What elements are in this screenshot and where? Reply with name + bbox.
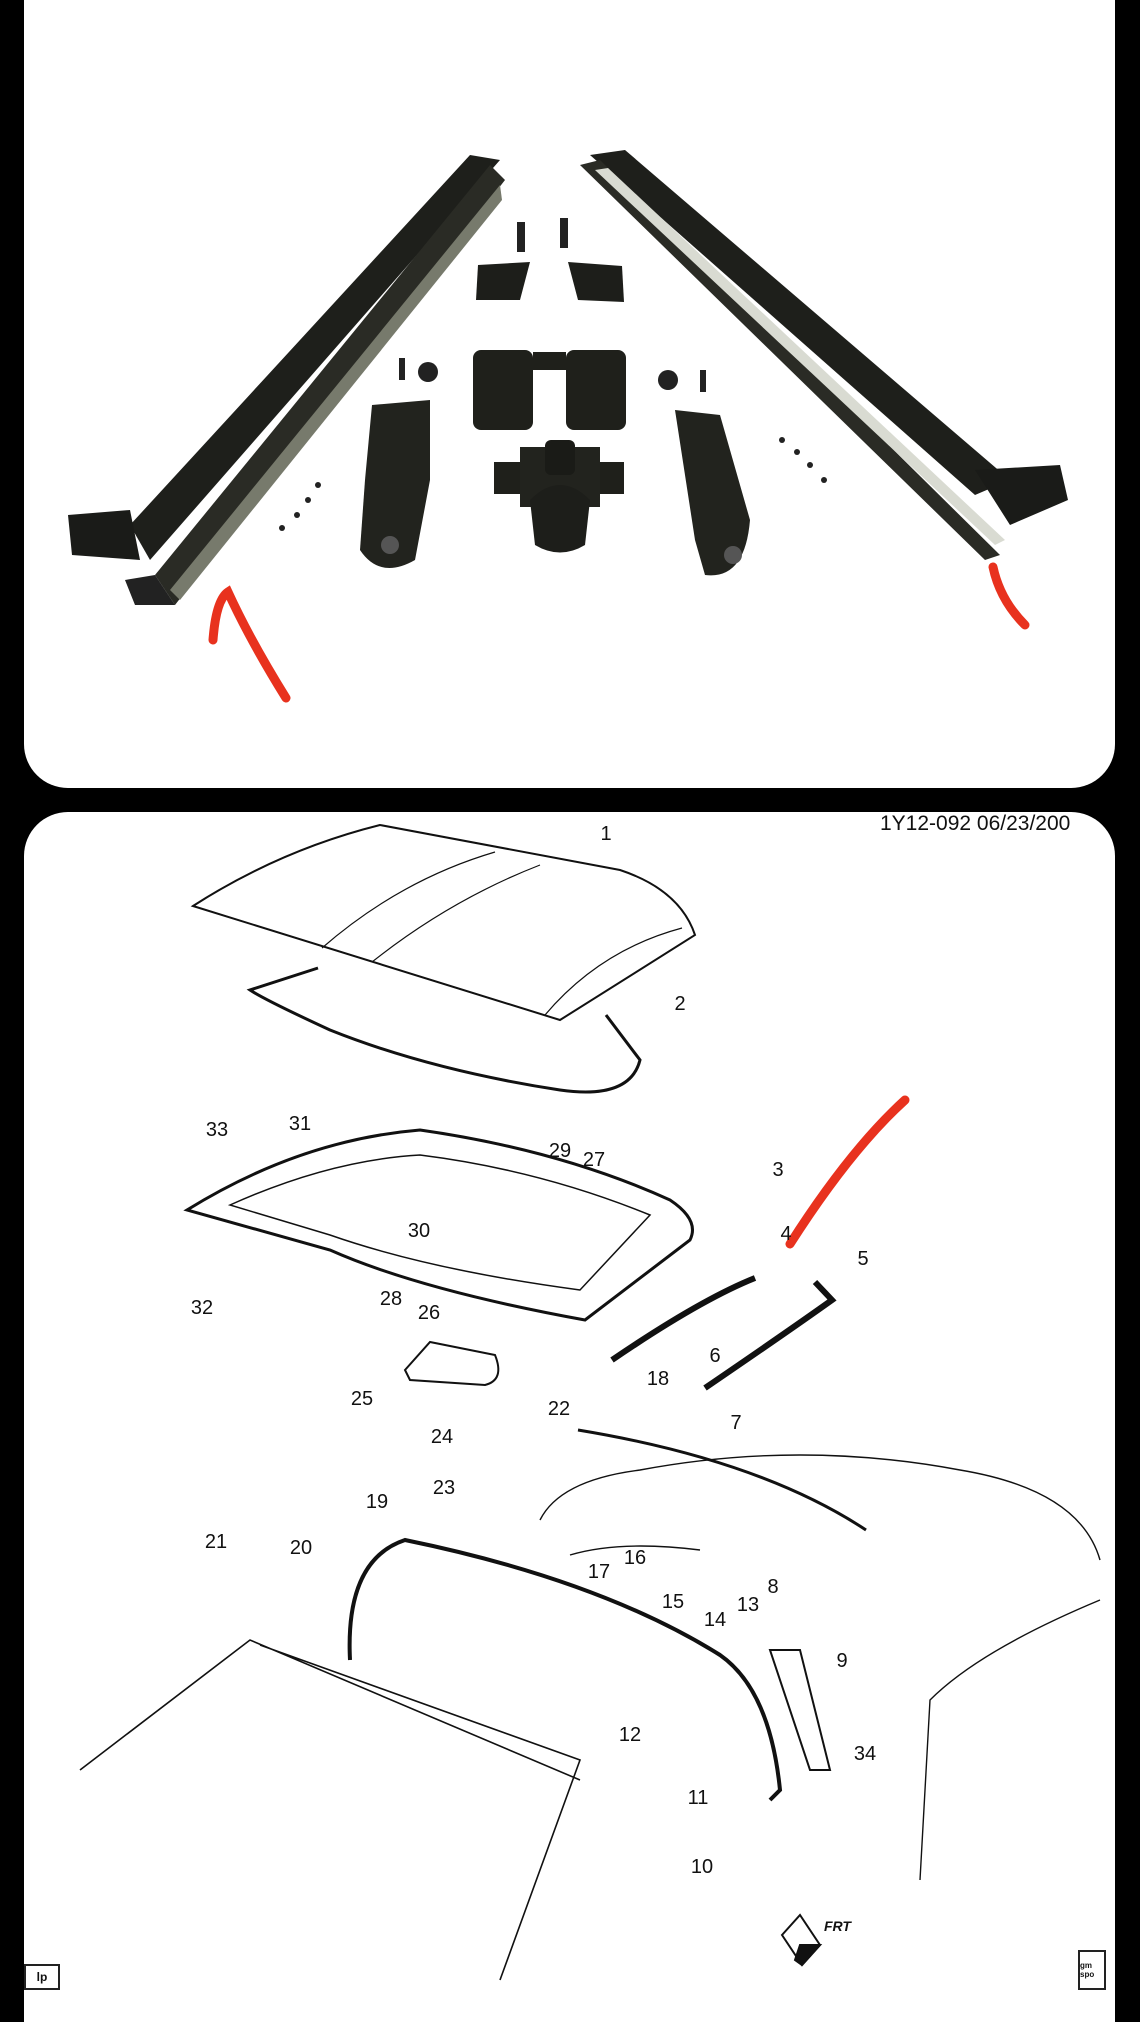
callout-22: 22 [547,1398,571,1420]
right-red-mark [988,562,1030,630]
callout-8: 8 [767,1576,779,1598]
callout-32: 32 [190,1297,214,1319]
callout-2: 2 [674,993,686,1015]
callout-19: 19 [365,1491,389,1513]
callout-9: 9 [836,1650,848,1672]
callout-16: 16 [623,1547,647,1569]
callout-14: 14 [703,1609,727,1631]
callout-7: 7 [730,1412,742,1434]
right-clip-photo [568,262,624,302]
callout-5: 5 [857,1248,869,1270]
roof-frame [183,1128,694,1322]
weatherstrip-7 [577,1428,867,1532]
pillar-seal-34 [768,1649,832,1771]
side-rail-5 [703,1279,837,1391]
right-weatherstrip-photo [580,150,1068,560]
left-weatherstrip-photo [68,155,505,605]
roof-seal [246,966,642,1094]
screws-photo [279,437,827,531]
callout-30: 30 [407,1220,431,1242]
callout-33: 33 [205,1119,229,1141]
callout-10: 10 [690,1856,714,1878]
callout-27: 27 [582,1149,606,1171]
callout-6: 6 [709,1345,721,1367]
left-clip-photo [476,262,530,300]
front-direction-icon [780,1913,823,1967]
callout-4: 4 [780,1223,792,1245]
callout-20: 20 [289,1537,313,1559]
callout-18: 18 [646,1368,670,1390]
body-outline [539,1454,1101,1881]
diagram-reference-number: 1Y12-092 06/23/200 [880,812,1071,835]
diagram-red-mark [785,1095,910,1249]
left-bracket-photo [360,400,430,568]
callout-31: 31 [288,1113,312,1135]
roof-panel [190,823,697,1022]
callout-12: 12 [618,1724,642,1746]
callout-21: 21 [204,1531,228,1553]
callout-1: 1 [600,823,612,845]
parts-photo [68,150,1068,703]
rear-bow [347,1537,783,1802]
exploded-line-drawing [79,823,1101,1981]
side-rail-4 [610,1275,757,1363]
callout-28: 28 [379,1288,403,1310]
callout-23: 23 [432,1477,456,1499]
right-bracket-photo [675,410,750,576]
callout-24: 24 [430,1426,454,1448]
product-photo-panel [24,0,1115,788]
callout-11: 11 [687,1787,709,1809]
callout-3: 3 [772,1159,784,1181]
corner-badge-right: gm spo [1078,1950,1106,1990]
callout-29: 29 [548,1140,572,1162]
callout-13: 13 [736,1594,760,1616]
studs-photo [399,218,706,392]
left-red-mark [208,585,291,703]
center-latch-photo [494,440,624,553]
latch-handle [403,1340,500,1387]
callout-26: 26 [417,1302,441,1324]
front-indicator-label: FRT [824,1918,851,1934]
callout-25: 25 [350,1388,374,1410]
callout-34: 34 [853,1743,877,1765]
windshield [79,1639,582,1981]
callout-15: 15 [661,1591,685,1613]
callout-17: 17 [587,1561,611,1583]
corner-badge-left: lp [24,1964,60,1990]
center-latch-cover-photo [473,350,626,430]
